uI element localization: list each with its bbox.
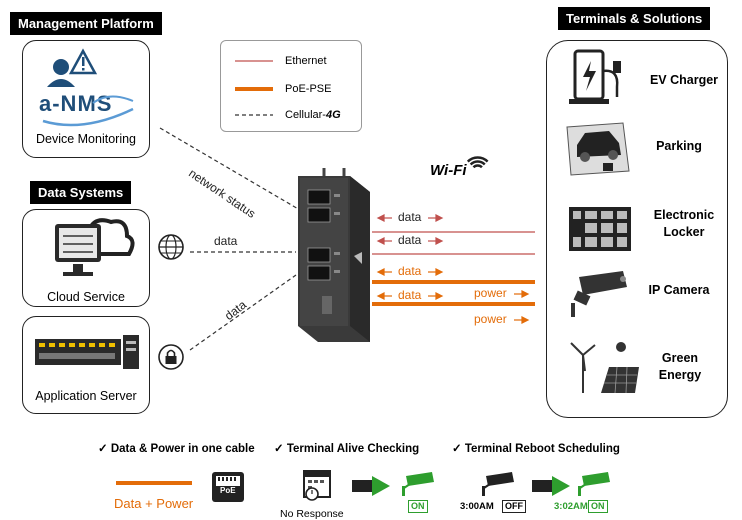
camera-on-icon-2: [578, 472, 610, 496]
globe-icon: [158, 234, 184, 260]
secure-lock-icon: [158, 344, 184, 370]
terminals-solutions-label: Terminals & Solutions: [558, 7, 711, 30]
legend-poe: PoE-PSE: [285, 83, 332, 95]
wifi-label: Wi-Fi: [430, 162, 467, 179]
electronic-locker-icon: [569, 207, 631, 251]
green-arrow-1: [352, 476, 390, 496]
terminals-panel: [546, 40, 728, 418]
time-3-00am: 3:00AM: [460, 501, 494, 512]
cloud-service-caption: Cloud Service: [47, 290, 125, 304]
green-arrow-2: [532, 476, 570, 496]
device-monitoring-caption: Device Monitoring: [35, 132, 137, 146]
ev-charger-icon: [569, 49, 621, 104]
check-data-power-text: Data & Power in one cable: [110, 443, 255, 455]
legend-cellular-4g: 4G: [325, 109, 341, 121]
calendar-clock-icon: [303, 470, 331, 501]
time-3-02am: 3:02AM: [554, 501, 588, 512]
status-on-2: ON: [588, 500, 608, 513]
parking-car-icon: [566, 122, 630, 176]
application-server-caption: Application Server: [35, 389, 137, 403]
data-label-eth1: data: [398, 210, 422, 224]
check-reboot: ✓ Terminal Reboot Scheduling: [452, 443, 620, 455]
status-on-1: ON: [408, 500, 428, 513]
check-alive: ✓ Terminal Alive Checking: [274, 443, 420, 455]
green-energy-icon: [570, 342, 639, 394]
camera-on-icon-1: [402, 472, 434, 496]
poe-port-label: PoE: [220, 486, 236, 495]
ip-camera-icon: [571, 271, 627, 317]
nms-logo: a-NMS: [39, 91, 113, 116]
power-label-1: power: [474, 286, 507, 300]
nms-swoosh-icon: [42, 95, 134, 127]
data-label-poe2: data: [398, 288, 422, 302]
power-label-2: power: [474, 312, 507, 326]
wifi-icon: [466, 156, 489, 169]
legend: Ethernet PoE-PSE Cellular-4G: [220, 40, 362, 132]
cloud-server-icon: [55, 218, 135, 276]
application-server-panel: Application Server: [22, 316, 150, 414]
server-rack-icon: [35, 335, 139, 369]
camera-off-icon: [482, 472, 514, 496]
status-off: OFF: [502, 500, 526, 513]
check-reboot-text: Terminal Reboot Scheduling: [464, 443, 620, 455]
data-power-line: [116, 481, 192, 485]
data-label-eth2: data: [398, 233, 422, 247]
management-platform-label: Management Platform: [10, 12, 162, 35]
terminal-parking: Parking: [656, 139, 702, 153]
terminal-green-energy: Green Energy: [658, 351, 702, 382]
router-device-icon: [298, 168, 370, 342]
legend-cellular-prefix: Cellular-: [285, 109, 326, 121]
no-response-caption: No Response: [280, 508, 344, 520]
check-data-power: ✓ Data & Power in one cable: [98, 443, 255, 455]
poe-port-icon: [212, 472, 244, 502]
legend-cellular: Cellular-4G: [285, 109, 341, 121]
data-power-caption: Data + Power: [114, 496, 194, 511]
data-systems-label: Data Systems: [30, 181, 132, 204]
cloud-service-panel: Cloud Service: [22, 209, 150, 307]
terminal-ev-charger: EV Charger: [649, 73, 719, 87]
terminal-electronic-locker: Electronic Locker: [653, 208, 715, 239]
legend-ethernet: Ethernet: [285, 55, 327, 67]
check-alive-text: Terminal Alive Checking: [286, 443, 420, 455]
data-label-poe1: data: [398, 264, 422, 278]
device-monitoring-panel: a-NMS Device Monitoring: [22, 40, 150, 158]
admin-warning-icon: [47, 48, 98, 87]
terminal-ip-camera: IP Camera: [648, 283, 710, 297]
data-label-cloud: data: [214, 234, 238, 248]
legend-swatches: [235, 60, 273, 116]
